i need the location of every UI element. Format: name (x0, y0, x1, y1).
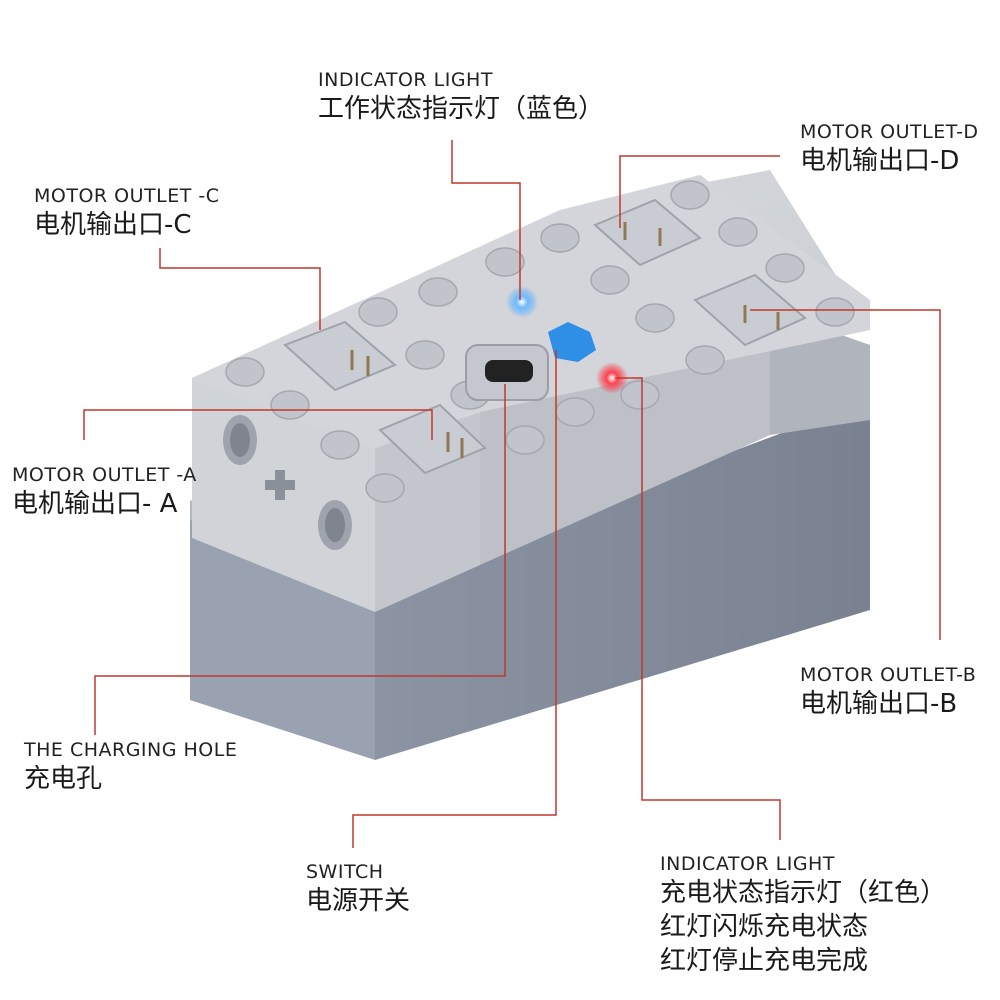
motor-d-cn: 电机输出口-D (800, 146, 960, 176)
switch-button (548, 322, 596, 362)
top-studs (225, 180, 855, 503)
motor-c-label: MOTOR OUTLET -C 电机输出口-C (34, 184, 219, 242)
motor-a-cn: 电机输出口- A (12, 489, 178, 519)
indicator-red-cn-2: 红灯闪烁充电状态 (660, 912, 869, 942)
indicator-red-en: INDICATOR LIGHT (660, 853, 835, 875)
indicator-blue-cn: 工作状态指示灯（蓝色） (318, 94, 605, 124)
blue-led (506, 286, 538, 318)
leader-lines (83, 140, 941, 848)
charging-hole-en: THE CHARGING HOLE (24, 739, 238, 761)
indicator-red-cn-1: 充电状态指示灯（红色） (660, 878, 947, 908)
motor-a-en: MOTOR OUTLET -A (12, 464, 197, 486)
charging-port (465, 344, 549, 401)
motor-b-cn: 电机输出口-B (800, 689, 958, 719)
motor-a-label: MOTOR OUTLET -A 电机输出口- A (12, 463, 197, 521)
switch-en: SWITCH (306, 861, 384, 883)
motor-c-en: MOTOR OUTLET -C (34, 185, 220, 207)
indicator-red-label: INDICATOR LIGHT 充电状态指示灯（红色） 红灯闪烁充电状态 红灯停… (660, 852, 946, 978)
indicator-blue-en: INDICATOR LIGHT (318, 69, 493, 91)
side-pin-holes (223, 415, 352, 550)
motor-d-en: MOTOR OUTLET-D (800, 121, 979, 143)
socket-pins (350, 222, 780, 458)
indicator-red-cn-3: 红灯停止充电完成 (660, 946, 869, 976)
motor-c-cn: 电机输出口-C (34, 210, 192, 240)
motor-b-en: MOTOR OUTLET-B (800, 664, 977, 686)
charging-hole-label: THE CHARGING HOLE 充电孔 (24, 738, 237, 796)
switch-label: SWITCH 电源开关 (306, 860, 410, 918)
red-led (596, 362, 628, 394)
charging-hole-cn: 充电孔 (24, 764, 103, 794)
motor-b-label: MOTOR OUTLET-B 电机输出口-B (800, 663, 976, 721)
switch-cn: 电源开关 (306, 886, 411, 916)
indicator-blue-label: INDICATOR LIGHT 工作状态指示灯（蓝色） (318, 68, 604, 126)
motor-d-label: MOTOR OUTLET-D 电机输出口-D (800, 120, 979, 178)
